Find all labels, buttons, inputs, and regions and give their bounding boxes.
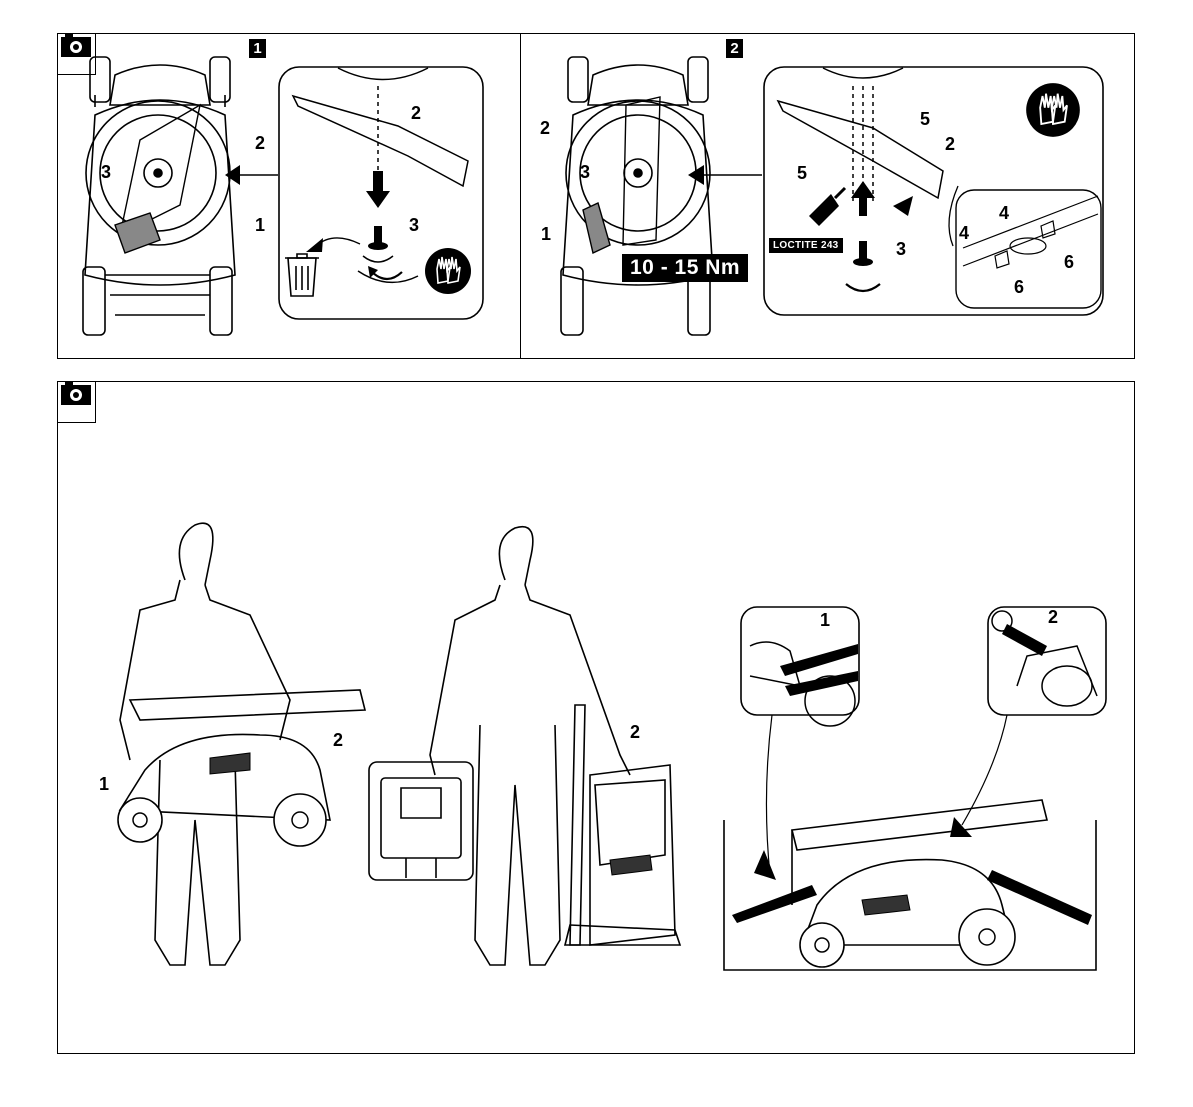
person-carrying-mower — [100, 520, 370, 975]
rotate-arrow-icon — [366, 258, 408, 288]
step2-callout-2: 2 — [540, 119, 550, 137]
step2-callout-3: 3 — [580, 163, 590, 181]
carry-callout-2: 2 — [333, 731, 343, 749]
strap-detail-1 — [740, 606, 860, 716]
mower-underside-step1 — [60, 45, 280, 345]
detail-callout-2: 2 — [411, 104, 421, 122]
strap-detail-2 — [987, 606, 1107, 716]
gloves-icon — [424, 247, 472, 295]
callout-2: 2 — [255, 134, 265, 152]
upright-callout-2: 2 — [630, 723, 640, 741]
detail2-callout-5a: 5 — [920, 110, 930, 128]
carry-callout-1: 1 — [99, 775, 109, 793]
gloves-icon — [1025, 82, 1081, 138]
detail2-callout-6a: 6 — [1064, 253, 1074, 271]
torque-label: 10 - 15 Nm — [622, 254, 748, 282]
detail-callout-3: 3 — [409, 216, 419, 234]
detail2-callout-5b: 5 — [797, 164, 807, 182]
detail2-callout-6b: 6 — [1014, 278, 1024, 296]
camera-icon — [58, 382, 96, 423]
callout-3: 3 — [101, 163, 111, 181]
mower-underside-step2 — [538, 45, 758, 345]
mower-strapped-transport — [722, 705, 1102, 975]
strap-callout-1: 1 — [820, 611, 830, 629]
strap-callout-2: 2 — [1048, 608, 1058, 626]
callout-1: 1 — [255, 216, 265, 234]
panel-divider — [520, 33, 521, 359]
detail2-callout-2: 2 — [945, 135, 955, 153]
detail2-callout-3: 3 — [896, 240, 906, 258]
person-carrying-upright-mower — [420, 525, 700, 970]
detail2-callout-4b: 4 — [959, 224, 969, 242]
step2-callout-1: 1 — [541, 225, 551, 243]
waste-bin-icon — [282, 250, 322, 300]
loctite-label: LOCTITE 243 — [769, 238, 843, 253]
detail2-callout-4a: 4 — [999, 204, 1009, 222]
